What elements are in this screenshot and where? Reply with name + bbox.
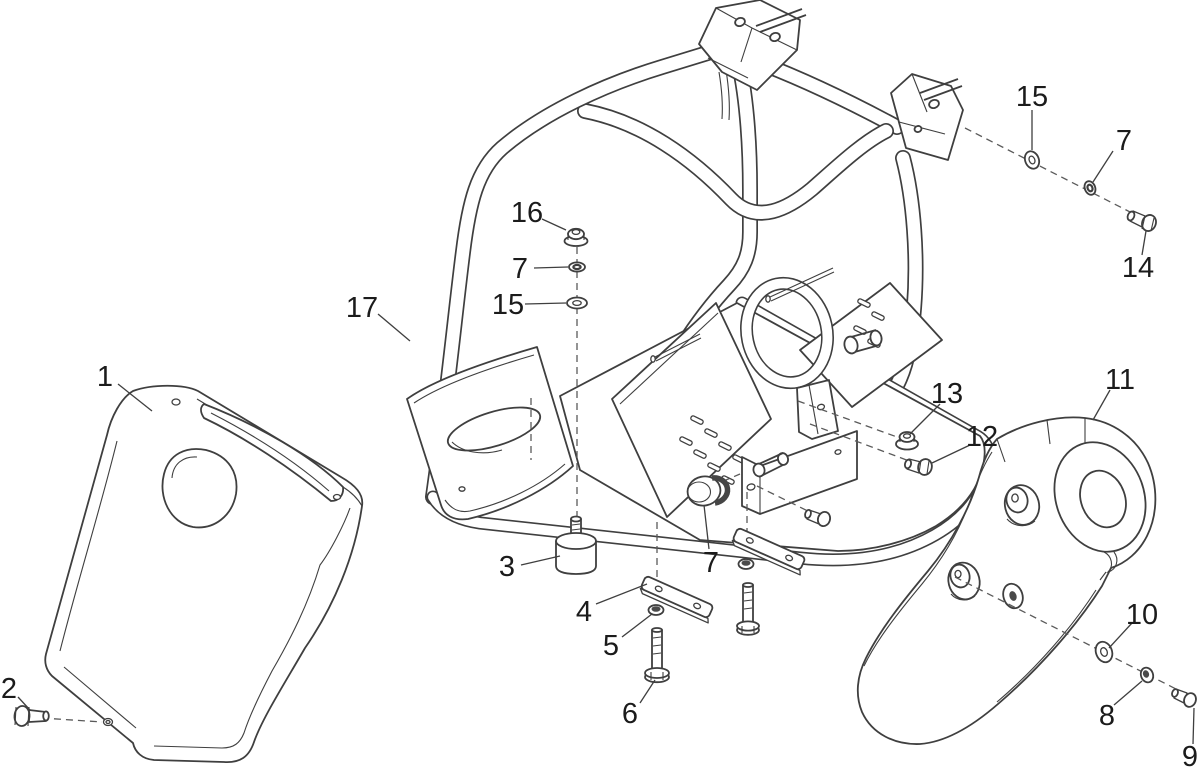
washer-15-top — [1023, 150, 1041, 170]
frame-bracket-right — [890, 73, 964, 161]
tank-box — [406, 346, 574, 521]
callout-leader-1 — [117, 383, 153, 412]
callout-leader-2 — [17, 696, 31, 711]
callout-leader-4 — [595, 583, 648, 605]
callout-9: 9 — [1182, 741, 1198, 769]
bracket-pin — [755, 8, 807, 33]
bolt-right — [736, 582, 760, 636]
nut-right — [737, 558, 755, 570]
guard-bushing — [1003, 484, 1041, 527]
callout-7: 7 — [512, 253, 528, 285]
guard-boss-hole — [1079, 469, 1127, 529]
callout-6: 6 — [622, 698, 638, 730]
callout-7: 7 — [1116, 125, 1132, 157]
callout-leader-11 — [1092, 389, 1111, 421]
callout-15: 15 — [1016, 81, 1048, 113]
nut-5 — [647, 604, 665, 616]
bolt-14 — [1126, 210, 1157, 232]
callout-10: 10 — [1126, 599, 1158, 631]
nut-16 — [563, 227, 589, 247]
callout-leader-5 — [621, 613, 653, 638]
bolt-2 — [13, 705, 50, 727]
callout-leader-6 — [639, 679, 656, 704]
rear-wall — [799, 282, 943, 408]
callout-leader-12 — [931, 444, 971, 464]
cover-opening — [200, 403, 344, 502]
callout-leader-10 — [1108, 622, 1133, 649]
callout-16: 16 — [511, 197, 543, 229]
bolt-deck — [804, 509, 832, 527]
callout-leader-16 — [541, 218, 567, 231]
plug-7 — [686, 475, 731, 507]
bracket-pin — [919, 78, 963, 101]
frame-bracket-left — [698, 0, 807, 91]
cover-screw — [171, 398, 181, 406]
handle-frame-part-17 — [425, 0, 964, 505]
engine-mount-plate — [611, 302, 772, 518]
guard-bushing — [947, 561, 981, 601]
washer-7-mid — [568, 261, 586, 273]
guard-grommet — [1002, 582, 1024, 610]
tank-opening — [446, 406, 542, 452]
nut-8 — [1139, 666, 1155, 684]
washer-10 — [1094, 640, 1114, 664]
strip-plate-right — [731, 527, 806, 576]
callout-leader-7 — [1092, 150, 1114, 183]
callout-leader-17 — [377, 313, 411, 342]
callout-leader-14 — [1141, 230, 1147, 256]
callout-15: 15 — [492, 289, 524, 321]
cover-hole — [161, 448, 238, 529]
washer-7-top — [1083, 180, 1097, 196]
strip-plate-4 — [639, 575, 714, 624]
callout-leader-8 — [1113, 680, 1143, 706]
callout-7: 7 — [703, 547, 719, 579]
callout-leader-3 — [520, 555, 561, 566]
callout-leader-9 — [1192, 707, 1195, 745]
deck-tube-stub — [843, 329, 883, 355]
guard-hook — [1099, 551, 1118, 581]
belt-cover-part-1 — [44, 384, 364, 763]
callout-3: 3 — [499, 551, 515, 583]
callout-13: 13 — [931, 378, 963, 410]
callout-leader-13 — [909, 403, 941, 435]
washer-15-mid — [566, 296, 588, 310]
lifting-bail — [740, 276, 834, 390]
callout-5: 5 — [603, 630, 619, 662]
callout-4: 4 — [576, 596, 592, 628]
callout-14: 14 — [1122, 252, 1154, 284]
callout-leader-7 — [703, 504, 710, 550]
callout-12: 12 — [966, 421, 998, 453]
cover-screw — [332, 493, 342, 501]
callout-leader-15 — [524, 302, 567, 305]
fasteners — [13, 150, 1197, 727]
callout-2: 2 — [1, 673, 17, 705]
belt-guard-part-11 — [856, 416, 1157, 745]
bolt-6 — [644, 627, 670, 684]
callout-leader-7 — [533, 266, 569, 269]
nut-13 — [895, 431, 919, 451]
callout-8: 8 — [1099, 700, 1115, 732]
deck-rods — [650, 267, 835, 363]
callout-11: 11 — [1105, 364, 1135, 396]
callout-17: 17 — [346, 292, 378, 324]
mount-3 — [555, 515, 597, 575]
bolt-9 — [1171, 688, 1197, 708]
callout-1: 1 — [97, 361, 113, 393]
bolt-12 — [903, 458, 933, 476]
